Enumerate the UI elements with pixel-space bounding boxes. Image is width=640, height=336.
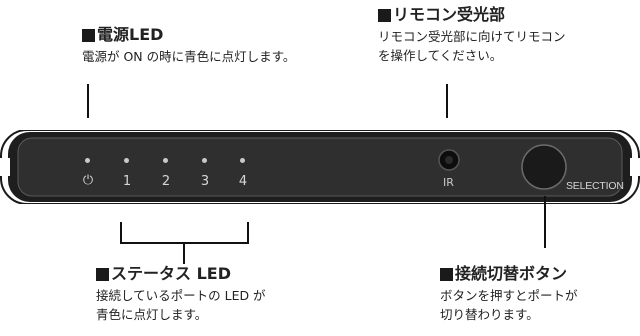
bracket-right-tick xyxy=(247,222,249,244)
ir-label: IR xyxy=(443,176,454,189)
remote-receiver-callout: リモコン受光部 リモコン受光部に向けてリモコン を操作してください。 xyxy=(378,6,566,65)
port-label-1: 1 xyxy=(122,174,132,189)
selection-button[interactable] xyxy=(520,143,568,191)
power-led-title: 電源LED xyxy=(82,26,295,44)
description-line: 切り替わります。 xyxy=(440,307,539,322)
description-line: リモコン受光部に向けてリモコン xyxy=(378,29,566,44)
square-bullet-icon xyxy=(378,8,391,22)
description-line: 青色に点灯します。 xyxy=(96,307,208,322)
power-led-callout: 電源LED 電源が ON の時に青色に点灯します。 xyxy=(82,26,295,66)
switch-button-title: 接続切替ボタン xyxy=(440,265,578,283)
remote-receiver-title: リモコン受光部 xyxy=(378,6,566,24)
hdmi-switch-device: ⏻ 1 2 3 4 IR SELECTION xyxy=(0,130,640,204)
port-label-4: 4 xyxy=(238,174,248,189)
status-led-leader-line xyxy=(183,242,185,264)
status-led-description: 接続しているポートの LED が 青色に点灯します。 xyxy=(96,286,266,324)
description-line: 接続しているポートの LED が xyxy=(96,288,266,303)
power-symbol-icon: ⏻ xyxy=(82,173,94,188)
status-led-4 xyxy=(240,158,245,163)
square-bullet-icon xyxy=(440,267,453,281)
status-led-2 xyxy=(163,158,168,163)
description-line: を操作してください。 xyxy=(378,48,503,63)
remote-receiver-description: リモコン受光部に向けてリモコン を操作してください。 xyxy=(378,27,566,65)
square-bullet-icon xyxy=(96,267,109,281)
ir-receiver-icon xyxy=(438,149,460,171)
switch-button-leader-line xyxy=(544,196,546,248)
status-led-title: ステータス LED xyxy=(96,265,266,283)
description-line: ボタンを押すとポートが xyxy=(440,288,578,303)
power-led-leader-line xyxy=(87,84,89,118)
switch-button-callout: 接続切替ボタン ボタンを押すとポートが 切り替わります。 xyxy=(440,265,578,324)
status-led-callout: ステータス LED 接続しているポートの LED が 青色に点灯します。 xyxy=(96,265,266,324)
square-bullet-icon xyxy=(82,28,95,42)
port-label-3: 3 xyxy=(200,174,210,189)
switch-button-description: ボタンを押すとポートが 切り替わります。 xyxy=(440,286,578,324)
device-body-shape xyxy=(0,130,640,204)
port-label-2: 2 xyxy=(161,174,171,189)
bracket-left-tick xyxy=(120,222,122,244)
power-led-description: 電源が ON の時に青色に点灯します。 xyxy=(82,49,296,64)
status-led-1 xyxy=(124,158,129,163)
selection-label: SELECTION xyxy=(566,180,624,192)
status-led-3 xyxy=(202,158,207,163)
ir-leader-line xyxy=(446,84,448,118)
power-led-indicator xyxy=(85,158,90,163)
